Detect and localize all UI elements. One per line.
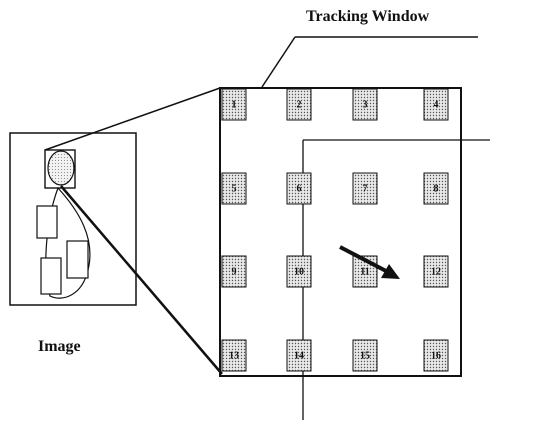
cell-12: 12 xyxy=(424,256,448,287)
cell-7: 7 xyxy=(353,173,377,204)
cell-1: 1 xyxy=(222,89,246,120)
cell-2: 2 xyxy=(287,89,311,120)
cell-number: 5 xyxy=(232,184,237,195)
figure-part-1 xyxy=(37,206,57,238)
cell-14: 14 xyxy=(287,340,311,371)
cell-number: 15 xyxy=(360,351,370,362)
cell-5: 5 xyxy=(222,173,246,204)
cell-number: 3 xyxy=(363,100,368,111)
cell-3: 3 xyxy=(353,89,377,120)
cell-16: 16 xyxy=(424,340,448,371)
cell-4: 4 xyxy=(424,89,448,120)
cell-number: 16 xyxy=(431,351,441,362)
cell-number: 13 xyxy=(229,351,239,362)
cell-number: 10 xyxy=(294,267,304,278)
figure-part-3 xyxy=(41,258,61,294)
cell-8: 8 xyxy=(424,173,448,204)
cell-10: 10 xyxy=(287,256,311,287)
cell-number: 9 xyxy=(232,267,237,278)
figure-head xyxy=(48,151,74,185)
image-box xyxy=(10,133,136,305)
cell-13: 13 xyxy=(222,340,246,371)
cell-6: 6 xyxy=(287,173,311,204)
cell-15: 15 xyxy=(353,340,377,371)
cell-number: 14 xyxy=(294,351,304,362)
cell-number: 7 xyxy=(363,184,368,195)
cell-number: 8 xyxy=(434,184,439,195)
cell-9: 9 xyxy=(222,256,246,287)
cell-number: 2 xyxy=(297,100,302,111)
projection-line-top xyxy=(45,88,220,150)
cell-number: 4 xyxy=(434,100,439,111)
cell-number: 1 xyxy=(232,100,237,111)
cell-number: 11 xyxy=(360,267,369,278)
cell-number: 6 xyxy=(297,184,302,195)
figure-part-2 xyxy=(67,241,88,278)
cell-number: 12 xyxy=(431,267,441,278)
tracking-window xyxy=(220,88,461,376)
title-pointer-line xyxy=(262,37,295,87)
